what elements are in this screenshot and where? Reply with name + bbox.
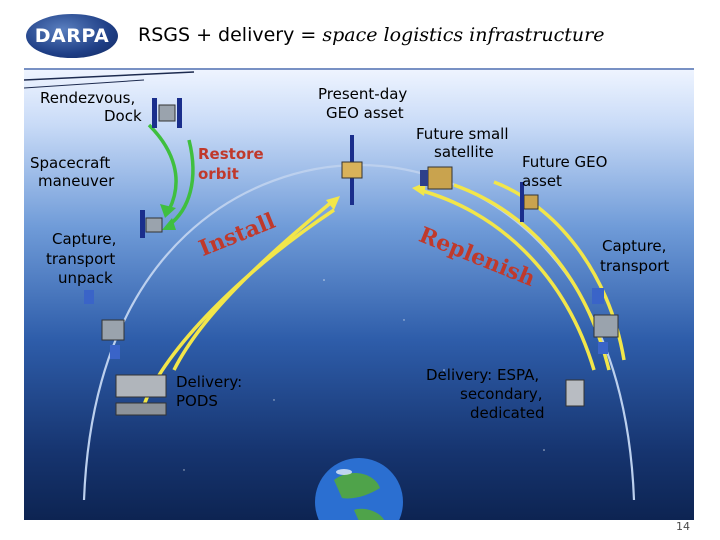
earth-icon xyxy=(315,458,403,520)
darpa-logo: DARPA xyxy=(26,14,118,58)
label-future-small: Future small xyxy=(416,125,509,143)
satellite-icon xyxy=(520,182,539,222)
restore-arrow xyxy=(167,139,195,227)
replenish-arrow xyxy=(418,188,596,371)
space-background xyxy=(24,70,694,520)
label-transport-left: transport xyxy=(46,250,116,268)
pods-icon xyxy=(115,374,167,416)
divider-line xyxy=(24,79,145,89)
slide-title: RSGS + delivery = space logistics infras… xyxy=(138,24,605,46)
label-secondary: secondary, xyxy=(460,385,543,403)
arrowhead xyxy=(160,204,176,218)
label-dock: Dock xyxy=(104,107,142,125)
label-capture-right: Capture, xyxy=(602,237,667,255)
servicer-icon xyxy=(152,98,182,128)
label-pods: PODS xyxy=(176,392,218,410)
label-asset: asset xyxy=(522,172,562,190)
label-satellite: satellite xyxy=(434,143,494,161)
page-number: 14 xyxy=(676,520,690,533)
label-delivery-espa: Delivery: ESPA, xyxy=(426,366,540,384)
rendezvous-arrow xyxy=(147,123,178,211)
divider-line xyxy=(24,71,195,81)
arrowhead xyxy=(326,196,340,210)
satellite-icon xyxy=(341,135,363,205)
satellite-icon xyxy=(420,166,453,190)
label-unpack: unpack xyxy=(58,269,113,287)
label-transport-right: transport xyxy=(600,257,670,275)
label-maneuver: maneuver xyxy=(38,172,115,190)
label-capture-left: Capture, xyxy=(52,230,117,248)
stars xyxy=(183,279,545,471)
orbit-diagram xyxy=(24,71,636,520)
label-geo-asset: GEO asset xyxy=(326,104,404,122)
label-restore: Restore xyxy=(198,145,264,163)
servicer-icon xyxy=(140,210,163,238)
label-present-day: Present-day xyxy=(318,85,408,103)
label-future-geo: Future GEO xyxy=(522,153,608,171)
panel-top-border xyxy=(24,68,694,70)
satellite-icon xyxy=(84,290,125,359)
servicer-icon xyxy=(565,379,585,407)
label-orbit: orbit xyxy=(198,165,239,183)
label-dedicated: dedicated xyxy=(470,404,545,422)
arrowhead xyxy=(162,218,176,230)
label-delivery-pods: Delivery: xyxy=(176,373,243,391)
slide-header: DARPA RSGS + delivery = space logistics … xyxy=(0,0,720,70)
satellite-icon xyxy=(592,288,619,354)
label-rendezvous: Rendezvous, xyxy=(40,89,136,107)
label-spacecraft: Spacecraft xyxy=(30,154,111,172)
